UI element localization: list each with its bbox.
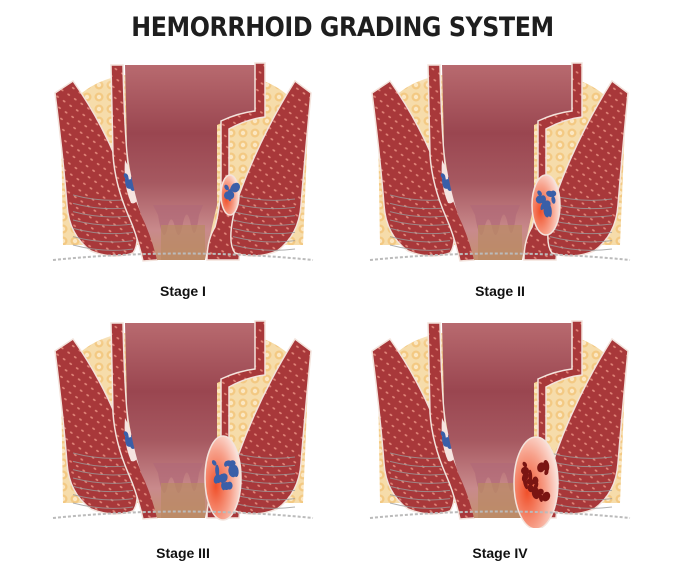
hemorrhoid	[204, 435, 242, 521]
diagram-title: HEMORRHOID GRADING SYSTEM	[131, 12, 554, 43]
hemorrhoid	[513, 436, 559, 528]
stage-1-illustration	[33, 55, 333, 262]
stage-1-panel: Stage I	[33, 55, 333, 299]
stage-3-illustration	[33, 313, 333, 521]
stage-3-label: Stage III	[156, 545, 210, 561]
rectal-lumen	[442, 65, 572, 260]
hemorrhoid	[220, 174, 241, 216]
skin-surface	[52, 252, 314, 261]
stage-2-panel: Stage II	[350, 55, 650, 299]
stage-2-label: Stage II	[475, 283, 525, 299]
stage-1-label: Stage I	[160, 283, 206, 299]
skin-surface	[52, 510, 314, 519]
right-anal-wall	[206, 62, 266, 261]
stage-4-panel: Stage IV	[350, 313, 650, 561]
stage-3-panel: Stage III	[33, 313, 333, 561]
skin-surface	[369, 510, 631, 519]
stage-4-illustration	[350, 313, 650, 528]
stage-4-label: Stage IV	[472, 545, 528, 561]
skin-surface	[369, 252, 631, 261]
stage-2-illustration	[350, 55, 650, 262]
hemorrhoid	[531, 174, 561, 236]
right-sphincter-muscle	[230, 79, 312, 257]
